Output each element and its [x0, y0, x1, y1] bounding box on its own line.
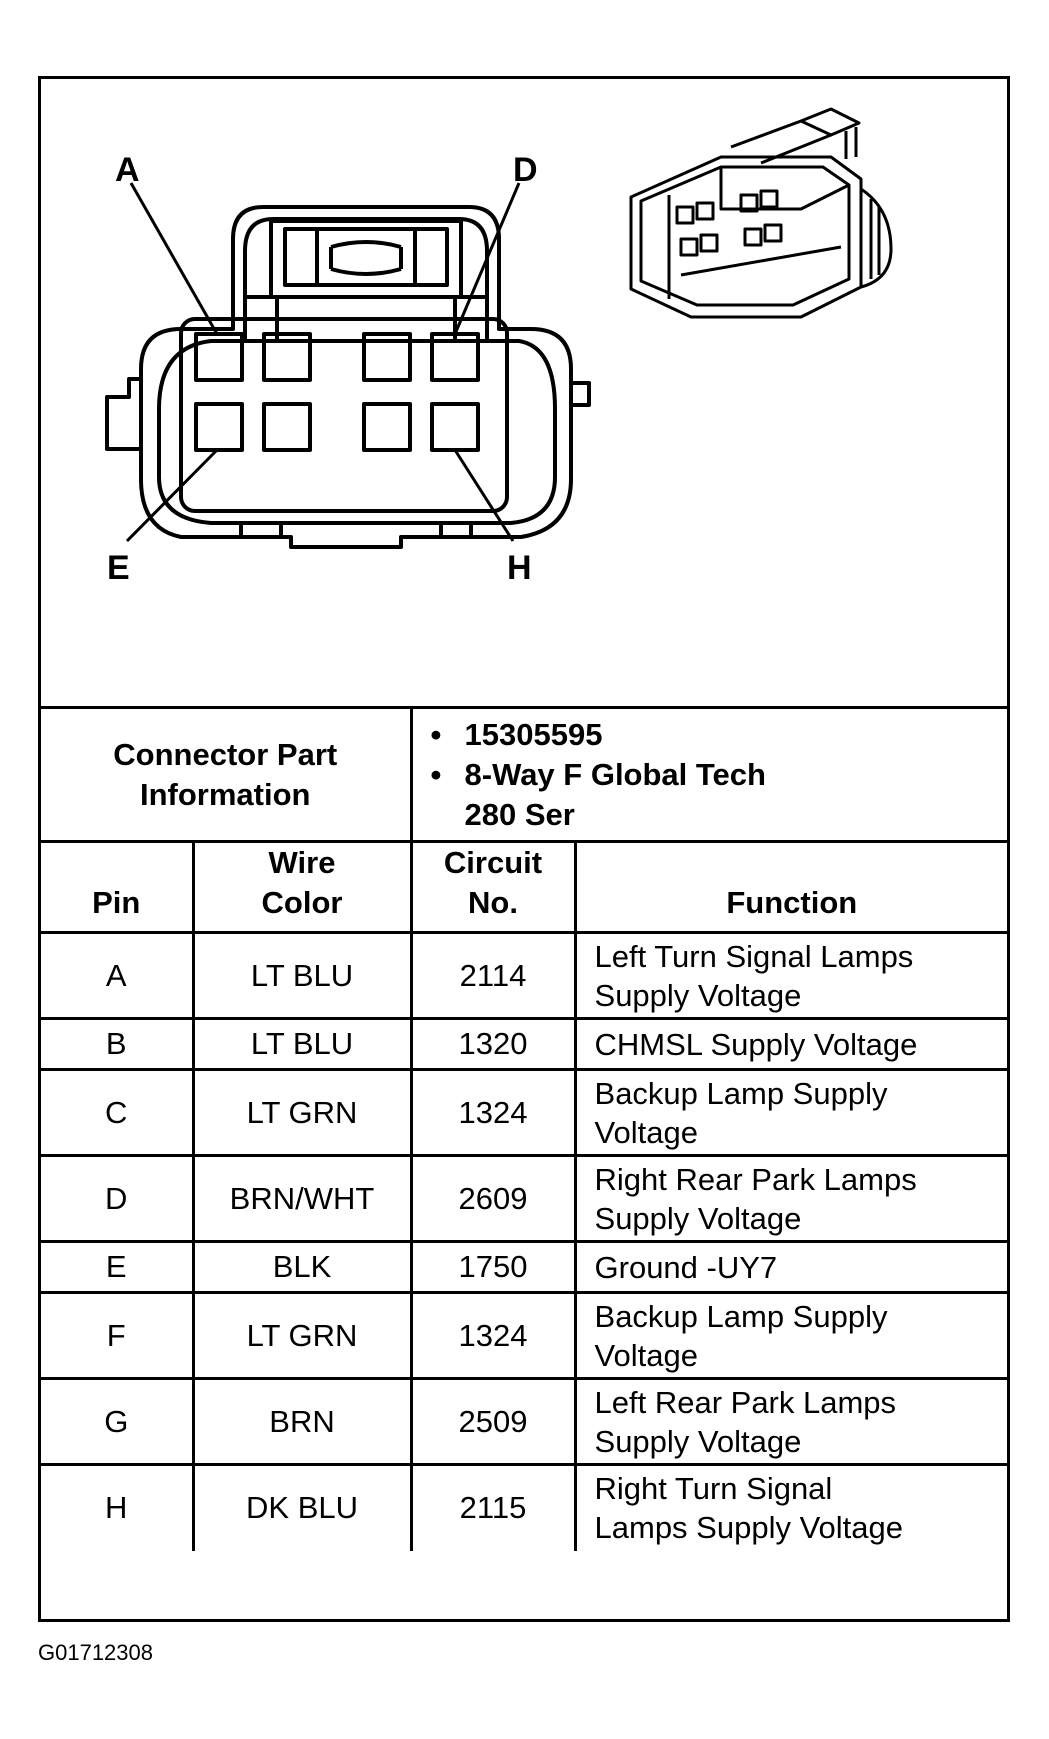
pin-cell: G [41, 1377, 195, 1466]
circuit-cell: 2509 [409, 1377, 577, 1466]
circuit-cell: 1320 [409, 1017, 577, 1071]
circuit-cell: 2114 [409, 931, 577, 1020]
wire-color-cell: BLK [191, 1240, 413, 1294]
function-cell: Ground -UY7 [573, 1240, 1008, 1294]
part-number: 15305595 [431, 715, 1008, 755]
connector-info-label: Connector Part Information [41, 706, 413, 843]
pin-cell: C [41, 1068, 195, 1157]
circuit-cell: 2115 [409, 1463, 577, 1551]
circuit-cell: 1750 [409, 1240, 577, 1294]
pin-cell: B [41, 1017, 195, 1071]
pin-cell: F [41, 1291, 195, 1380]
pin-callout-d: D [513, 151, 538, 189]
wire-color-cell: LT GRN [191, 1068, 413, 1157]
pin-callout-a: A [115, 151, 140, 189]
wire-color-cell: LT GRN [191, 1291, 413, 1380]
pin-cell: E [41, 1240, 195, 1294]
pin-cell: A [41, 931, 195, 1020]
pinout-table: Connector Part Information 15305595 8-Wa… [41, 706, 1008, 1551]
connector-face-view: A D E H [105, 107, 893, 587]
pin-callout-e: E [107, 549, 130, 587]
wire-color-cell: LT BLU [191, 931, 413, 1020]
connector-3d-icon [629, 107, 893, 319]
header-pin: Pin [41, 840, 195, 934]
circuit-cell: 2609 [409, 1154, 577, 1243]
wire-color-cell: BRN [191, 1377, 413, 1466]
function-cell: CHMSL Supply Voltage [573, 1017, 1008, 1071]
circuit-cell: 1324 [409, 1291, 577, 1380]
figure-id: G01712308 [38, 1640, 153, 1665]
pin-cell: H [41, 1463, 195, 1551]
wire-color-cell: BRN/WHT [191, 1154, 413, 1243]
circuit-cell: 1324 [409, 1068, 577, 1157]
connector-info-row: Connector Part Information 15305595 8-Wa… [41, 706, 1008, 843]
header-function: Function [573, 840, 1008, 934]
wire-color-cell: DK BLU [191, 1463, 413, 1551]
connector-diagram: A D E H [41, 79, 1007, 706]
wire-color-cell: LT BLU [191, 1017, 413, 1071]
pin-cell: D [41, 1154, 195, 1243]
pin-callout-h: H [507, 549, 532, 587]
connector-figure: A D E H [38, 76, 1010, 1622]
